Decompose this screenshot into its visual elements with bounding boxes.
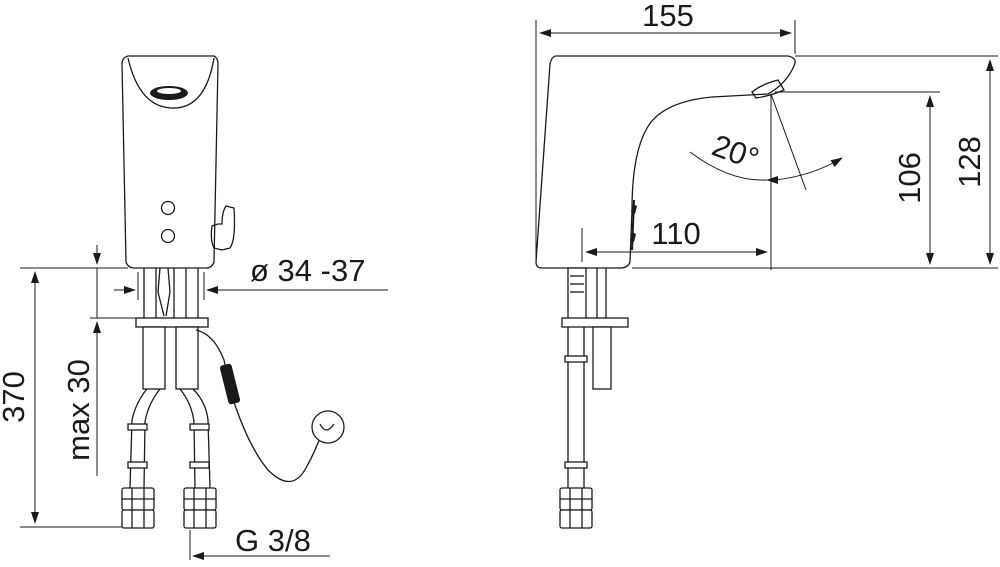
front-cable-connector [219, 363, 241, 405]
front-spout-curve [127, 57, 215, 109]
dimension-label-106: 106 [892, 152, 927, 204]
dimension-label-370: 370 [0, 371, 31, 423]
side-view [535, 55, 796, 529]
front-mounting-plate [135, 317, 209, 328]
dimension-label-g38: G 3/8 [235, 523, 311, 558]
side-mounting-shank [567, 267, 607, 321]
front-side-lever [210, 205, 236, 251]
front-mounting-shank [143, 267, 199, 318]
dimension-label-diameter: ø 34 -37 [250, 253, 365, 288]
front-faucet-body [121, 55, 219, 269]
front-view [121, 55, 345, 529]
front-sensor-bottom [160, 228, 176, 244]
front-hose-sleeve-left [142, 326, 166, 390]
side-mounting-plate [561, 317, 629, 328]
dimension-label-max-30: max 30 [61, 359, 96, 461]
dimension-label-110: 110 [651, 216, 700, 251]
front-hose-right [179, 388, 211, 489]
side-faucet-body [535, 55, 796, 269]
side-hose-sleeve [592, 326, 612, 390]
front-hose-sleeve-right [175, 326, 199, 390]
front-nut-right [183, 487, 217, 529]
dimension-label-155: 155 [642, 0, 694, 33]
front-hose-left [129, 388, 161, 489]
dimension-label-128: 128 [952, 136, 987, 188]
front-cable-loop [311, 410, 345, 444]
side-spout-tip [751, 79, 785, 99]
dimension-label-20: 20° [708, 128, 764, 177]
dimension-arc-20 [689, 152, 842, 181]
side-dimensions: 155 110 20° 106 128 [535, 0, 998, 270]
front-sensor-cable [195, 329, 323, 483]
front-sensor-top [160, 200, 176, 216]
side-hose [564, 327, 588, 488]
side-nut [559, 487, 593, 529]
front-dimensions: 370 max 30 ø 34 -37 G 3/8 [0, 245, 388, 560]
front-nut-left [121, 487, 155, 529]
